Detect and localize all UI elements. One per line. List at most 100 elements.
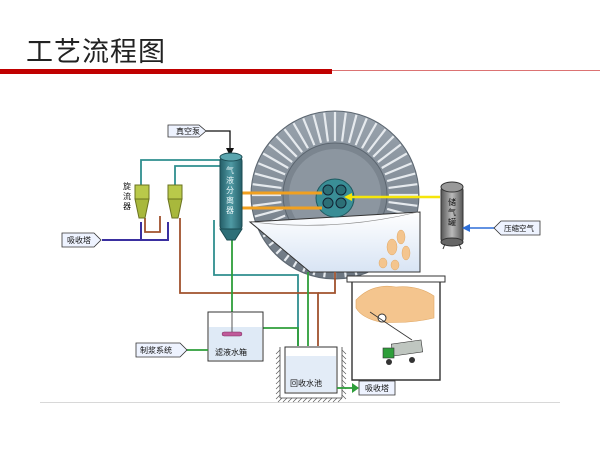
filtrate-tank-label: 滤液水箱 — [215, 347, 247, 357]
hatch-mark — [341, 379, 347, 385]
vacuum-pipes — [241, 191, 322, 210]
cyclone-label: 旋 流 器 — [123, 181, 131, 211]
cyclone-char: 器 — [123, 202, 131, 211]
drum-segment — [254, 207, 284, 218]
blue-pipe — [102, 222, 169, 241]
hatch-mark — [307, 397, 313, 403]
drum-segment — [361, 122, 378, 149]
drum-segment — [388, 183, 418, 190]
title-rule-thin — [332, 70, 600, 71]
drum-segment — [262, 152, 289, 169]
compressed-air-label: 压缩空气 — [504, 223, 534, 233]
hatch-mark — [275, 364, 281, 370]
drum-segment — [381, 152, 408, 169]
hatch-mark — [277, 397, 283, 403]
absorber-left-label: 吸收塔 — [67, 235, 91, 245]
storage-tank-label: 储 气 罐 — [448, 197, 456, 227]
pulping-system-label: 制浆系统 — [140, 345, 172, 355]
drum-segment — [275, 135, 298, 158]
hatch-mark — [275, 384, 281, 390]
hatch-mark — [275, 379, 281, 385]
separator-char: 液 — [226, 175, 234, 185]
hatch-mark — [341, 349, 347, 355]
absorber-arrow-bottom — [337, 380, 396, 396]
hatch-mark — [341, 369, 347, 375]
hatch-mark — [341, 364, 347, 370]
recovery-pool-label: 回收水池 — [290, 378, 322, 388]
distributor-head — [315, 178, 355, 218]
drum-segment — [254, 172, 284, 183]
drum-segment — [340, 112, 347, 142]
hatch-mark — [312, 397, 318, 403]
separator-char: 离 — [226, 195, 234, 205]
cake-discharge-bin — [346, 275, 446, 381]
separator-label: 气 液 分 离 器 — [226, 165, 234, 215]
cyclone-right — [167, 184, 183, 219]
drum-segment — [347, 114, 358, 144]
separator-char: 器 — [226, 206, 234, 215]
brown-pipes — [144, 216, 336, 346]
cyclone-char: 流 — [123, 191, 131, 201]
air-storage-tank — [440, 181, 464, 250]
hatch-mark — [297, 397, 303, 403]
drum-segment — [377, 143, 402, 163]
filter-cake-falling — [378, 229, 411, 271]
drum-segment — [323, 112, 330, 142]
slurry-trough — [248, 211, 421, 273]
vacuum-pump-arrow — [167, 124, 234, 156]
filtrate-tank — [207, 311, 264, 362]
cyclone-left — [134, 184, 150, 219]
teal-pipes — [140, 159, 299, 346]
hatch-mark — [275, 389, 281, 395]
hatch-mark — [292, 397, 298, 403]
drum-segment — [252, 183, 282, 190]
hatch-mark — [337, 397, 343, 403]
pulping-system-arrow — [135, 342, 208, 358]
drum-segment — [283, 128, 303, 153]
green-pipes — [231, 228, 309, 346]
drum-segment — [388, 200, 418, 207]
hatch-mark — [341, 359, 347, 365]
drum-segment — [257, 162, 286, 176]
drum-segment — [386, 172, 416, 183]
absorber-arrow-left — [61, 232, 102, 248]
absorber-bottom-label: 吸收塔 — [365, 383, 389, 393]
drum-segment — [354, 117, 368, 146]
hatch-mark — [341, 389, 347, 395]
hatch-mark — [302, 397, 308, 403]
tank-char: 气 — [448, 207, 456, 217]
gas-liquid-separator — [219, 152, 243, 241]
hatch-mark — [317, 397, 323, 403]
dump-truck-icon — [382, 339, 424, 365]
hatch-mark — [341, 354, 347, 360]
hatch-mark — [275, 394, 281, 400]
title-rule — [0, 69, 332, 74]
recovery-pool — [275, 346, 347, 403]
drum-segment — [252, 200, 282, 207]
hatch-mark — [275, 349, 281, 355]
separator-char: 气 — [226, 165, 234, 175]
drum-segment — [302, 117, 316, 146]
hatch-mark — [275, 359, 281, 365]
hatch-mark — [287, 397, 293, 403]
hatch-mark — [332, 397, 338, 403]
footer-rule — [40, 402, 560, 403]
vacuum-pump-label: 真空泵 — [176, 126, 200, 136]
cyclone-char: 旋 — [123, 181, 131, 191]
drum-segment — [384, 162, 413, 176]
page-title: 工艺流程图 — [26, 37, 166, 68]
air-arrow — [344, 193, 352, 201]
hatch-mark — [341, 374, 347, 380]
hatch-mark — [282, 397, 288, 403]
hatch-mark — [341, 394, 347, 400]
drum-segment — [312, 114, 323, 144]
drum-segment — [367, 128, 387, 153]
hatch-mark — [275, 354, 281, 360]
tank-char: 储 — [448, 197, 456, 207]
drum-segment — [372, 135, 395, 158]
drum-segment — [268, 143, 293, 163]
hatch-mark — [322, 397, 328, 403]
hatch-mark — [275, 369, 281, 375]
separator-char: 分 — [226, 186, 234, 195]
